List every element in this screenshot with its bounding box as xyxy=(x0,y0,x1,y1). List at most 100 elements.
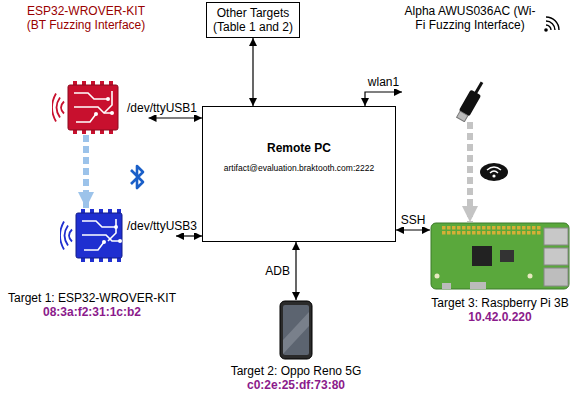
board-pin xyxy=(82,81,86,85)
hdmi-port xyxy=(470,282,486,289)
board-pin xyxy=(99,209,103,213)
gpio-pin xyxy=(467,226,471,230)
wifi-logo xyxy=(480,163,508,181)
text-group: Target 2: Oppo Reno 5Gc0:2e:25:df:73:80 xyxy=(231,364,362,392)
interface-label: ADB xyxy=(264,264,291,278)
node-label: Remote PC xyxy=(267,141,331,155)
wireless-arc xyxy=(546,25,551,30)
ssh-link xyxy=(396,229,430,230)
gpio-pin xyxy=(532,226,536,230)
board-pin xyxy=(108,258,112,262)
board-trace xyxy=(84,242,104,250)
board-via xyxy=(94,112,98,116)
mount-hole xyxy=(435,274,440,279)
board-via xyxy=(102,240,106,244)
usb-dongle xyxy=(455,79,487,122)
node-label: Target 2: Oppo Reno 5G xyxy=(231,364,362,378)
gpio-pin xyxy=(512,226,516,230)
interface-label: SSH xyxy=(400,213,427,227)
gpio-pin xyxy=(452,226,456,230)
text-group: ESP32-WROVER-KIT (BT Fuzzing Interface) xyxy=(24,4,149,32)
serial-link xyxy=(149,117,203,118)
node-detail: artifact@evaluation.braktooth.com:2222 xyxy=(224,161,374,175)
board-via xyxy=(114,225,118,229)
wifi-badge xyxy=(480,163,508,181)
board-via xyxy=(110,111,114,115)
node-detail: 08:3a:f2:31:1c:b2 xyxy=(43,305,141,319)
wifi-dot xyxy=(492,174,495,177)
adb-link xyxy=(295,242,296,300)
gpio-pin xyxy=(527,231,531,235)
node-detail: c0:2e:25:df:73:80 xyxy=(247,378,345,392)
board-trace xyxy=(82,235,120,241)
ethernet-port xyxy=(544,268,568,286)
gpio-pin xyxy=(512,231,516,235)
usb-plug xyxy=(457,111,468,122)
data-link xyxy=(252,38,253,106)
board-pin xyxy=(91,130,95,134)
gpio-pin xyxy=(442,231,446,235)
device-icon xyxy=(60,208,124,263)
gpio-pin xyxy=(452,231,456,235)
gpio-pin xyxy=(472,226,476,230)
bluetooth-link xyxy=(83,135,89,208)
remote-pc-box: Remote PC artifact@evaluation.braktooth.c… xyxy=(202,106,396,242)
text-group: Other Targets (Table 1 and 2) xyxy=(209,6,297,34)
node-label: Alpha AWUS036AC (Wi-Fi Fuzzing Interface… xyxy=(402,4,538,32)
fuzzer-device: ESP32-WROVER-KIT (BT Fuzzing Interface) xyxy=(24,4,149,135)
redboard-picture xyxy=(52,81,118,134)
wlan-link xyxy=(365,92,402,106)
node-detail: 10.42.0.220 xyxy=(468,310,531,324)
device-icon xyxy=(279,300,313,360)
gpio-pin xyxy=(487,231,491,235)
usb-port xyxy=(544,228,568,245)
blueboard-picture xyxy=(60,209,122,262)
screen-glare xyxy=(283,312,309,354)
device-icon xyxy=(52,80,120,135)
wireless-arc xyxy=(546,21,555,30)
gpio-pin xyxy=(447,226,451,230)
ram-chip xyxy=(500,250,514,262)
board-pin xyxy=(109,130,113,134)
text-group: Alpha AWUS036AC (Wi-Fi Fuzzing Interface… xyxy=(402,4,538,32)
wifi-link xyxy=(467,122,473,222)
node-label: Target 3: Raspberry Pi 3B xyxy=(431,296,568,310)
board-trace xyxy=(76,114,96,122)
gpio-pin xyxy=(492,231,496,235)
board-trace xyxy=(74,93,108,99)
board-pin xyxy=(109,81,113,85)
pi-board xyxy=(431,223,569,289)
board-trace xyxy=(82,221,116,227)
text-group: Target 1: ESP32-WROVER-KIT08:3a:f2:31:1c… xyxy=(8,291,176,319)
interface-label: /dev/ttyUSB3 xyxy=(126,219,198,233)
wifi-adapter: Alpha AWUS036AC (Wi-Fi Fuzzing Interface… xyxy=(402,4,538,122)
gpio-pin xyxy=(522,226,526,230)
dongle-picture xyxy=(455,79,487,122)
device-icon xyxy=(448,76,492,122)
gpio-pin xyxy=(502,226,506,230)
gpio-pin xyxy=(522,231,526,235)
gpio-pin xyxy=(497,231,501,235)
node-label: ESP32-WROVER-KIT (BT Fuzzing Interface) xyxy=(24,4,149,32)
gpio-pin xyxy=(502,231,506,235)
board-pin xyxy=(73,130,77,134)
board-pin xyxy=(82,130,86,134)
board-pin xyxy=(100,81,104,85)
board-pin xyxy=(91,81,95,85)
phone-picture xyxy=(280,301,312,359)
device-icon xyxy=(430,222,570,290)
board-pin xyxy=(117,258,121,262)
target-device: Target 3: Raspberry Pi 3B10.42.0.220 xyxy=(430,222,570,324)
text-group: Remote PC artifact@evaluation.braktooth.c… xyxy=(224,141,374,175)
radio-wave xyxy=(52,94,56,122)
board-via xyxy=(106,97,110,101)
wifi-arc xyxy=(487,167,501,170)
interface-label: /dev/ttyUSB1 xyxy=(126,101,198,115)
gpio-pin xyxy=(507,231,511,235)
gpio-pin xyxy=(517,226,521,230)
gpio-pin xyxy=(462,226,466,230)
pi-picture xyxy=(431,223,569,289)
board-via xyxy=(118,239,122,243)
wifi-arc xyxy=(490,171,498,173)
